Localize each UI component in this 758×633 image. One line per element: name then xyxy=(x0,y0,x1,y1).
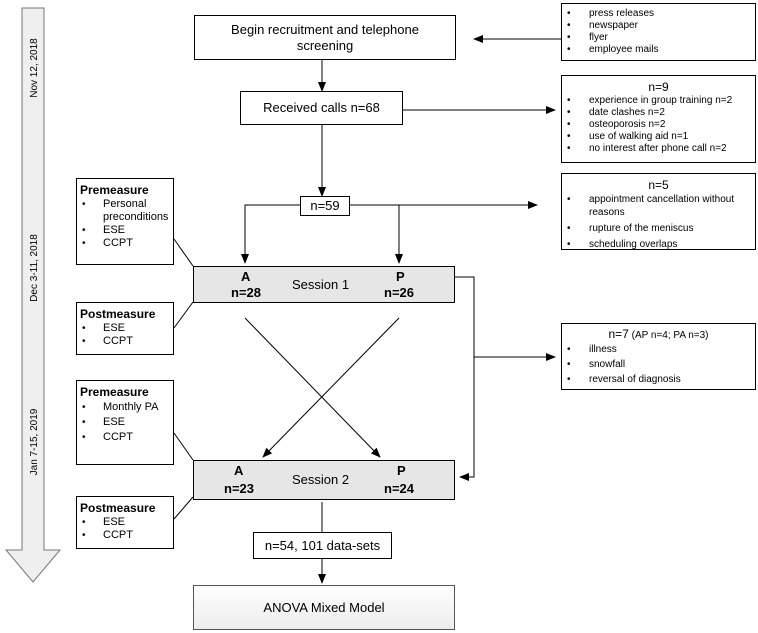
premeasure1-connector xyxy=(173,238,194,267)
datasets-box: n=54, 101 data-sets xyxy=(253,532,392,559)
session2-group-a-label: A xyxy=(234,463,244,478)
session1-group-a-label: A xyxy=(241,269,251,284)
calls-exclusion-header: n=9 xyxy=(648,80,669,94)
list-item: osteoporosis n=2 xyxy=(562,119,755,131)
session1-premeasure-box: Premeasure Personal preconditions ESE CC… xyxy=(76,178,174,265)
session1-group-p-count: n=26 xyxy=(384,285,414,300)
list-item: CCPT xyxy=(77,529,170,542)
enrolled-box: n=59 xyxy=(300,196,350,216)
session2-box: A n=23 Session 2 P n=24 xyxy=(193,460,455,500)
postmeasure2-connector xyxy=(173,496,194,520)
recruitment-box: Begin recruitment and telephone screenin… xyxy=(194,15,456,60)
list-item: no interest after phone call n=2 xyxy=(562,143,755,155)
session1-label: Session 1 xyxy=(292,277,350,292)
timeline-date-3: Jan 7-15, 2019 xyxy=(29,408,40,476)
session1-postmeasure-list: ESE CCPT xyxy=(77,322,170,348)
calls-exclusion-list: experience in group training n=2 date cl… xyxy=(562,95,755,155)
timeline-date-2: Dec 3-11, 2018 xyxy=(29,234,40,302)
recruitment-channels-box: press releases newspaper flyer employee … xyxy=(561,3,756,61)
list-item: experience in group training n=2 xyxy=(562,95,755,107)
session1-group-p-label: P xyxy=(396,269,405,284)
session2-premeasure-title: Premeasure xyxy=(80,385,149,399)
session2-group-a-count: n=23 xyxy=(224,481,254,496)
session1-box: A n=28 Session 1 P n=26 xyxy=(193,266,455,303)
session2-postmeasure-title: Postmeasure xyxy=(80,501,156,515)
session2-group-p-count: n=24 xyxy=(384,481,414,496)
list-item: employee mails xyxy=(562,44,755,56)
list-item: reversal of diagnosis xyxy=(562,372,755,387)
crossover-arrow-a-to-p xyxy=(244,317,381,458)
session2-label: Session 2 xyxy=(292,472,350,487)
list-item: ESE xyxy=(77,516,170,529)
list-item: rupture of the meniscus xyxy=(562,222,755,235)
datasets-label: n=54, 101 data-sets xyxy=(264,537,381,553)
dropout-list: illness snowfall reversal of diagnosis xyxy=(562,342,755,387)
list-item: flyer xyxy=(562,32,755,44)
received-calls-box: Received calls n=68 xyxy=(240,91,403,125)
list-item: ESE xyxy=(77,322,170,335)
dropout-header-main: n=7 xyxy=(608,327,629,341)
session1-postmeasure-box: Postmeasure ESE CCPT xyxy=(76,302,174,355)
list-item: snowfall xyxy=(562,357,755,372)
dropout-box: n=7 (AP n=4; PA n=3) illness snowfall re… xyxy=(561,323,756,390)
list-item: Monthly PA xyxy=(77,400,170,415)
received-calls-label: Received calls n=68 xyxy=(263,100,380,115)
enrolled-exclusion-box: n=5 appointment cancellation without rea… xyxy=(561,173,756,251)
enrolled-label: n=59 xyxy=(310,198,340,213)
calls-exclusion-box: n=9 experience in group training n=2 dat… xyxy=(561,75,756,163)
arrow-enrolled-to-session1-a xyxy=(241,204,300,264)
list-item: date clashes n=2 xyxy=(562,107,755,119)
anova-box: ANOVA Mixed Model xyxy=(193,585,455,630)
premeasure2-connector xyxy=(173,432,194,461)
session2-postmeasure-list: ESE CCPT xyxy=(77,516,170,542)
list-item: CCPT xyxy=(77,335,170,348)
enrolled-exclusion-list: appointment cancellation without reasons… xyxy=(562,193,755,251)
list-item: newspaper xyxy=(562,20,755,32)
dropout-header: n=7 (AP n=4; PA n=3) xyxy=(562,327,755,342)
session2-premeasure-list: Monthly PA ESE CCPT xyxy=(77,400,170,445)
session2-premeasure-box: Premeasure Monthly PA ESE CCPT xyxy=(76,380,174,465)
list-item: appointment cancellation without reasons xyxy=(562,193,755,219)
session2-group-p-label: P xyxy=(397,463,406,478)
list-item: CCPT xyxy=(77,430,170,445)
list-item: ESE xyxy=(77,224,170,237)
list-item: CCPT xyxy=(77,237,170,250)
crossover-arrow-p-to-a xyxy=(262,317,400,458)
list-item: Personal preconditions xyxy=(77,198,170,224)
session1-premeasure-list: Personal preconditions ESE CCPT xyxy=(77,198,170,250)
postmeasure1-connector xyxy=(173,301,194,329)
recruitment-title: Begin recruitment and telephone screenin… xyxy=(231,21,419,53)
list-item: use of walking aid n=1 xyxy=(562,131,755,143)
session2-postmeasure-box: Postmeasure ESE CCPT xyxy=(76,496,174,549)
session1-postmeasure-title: Postmeasure xyxy=(80,307,156,321)
list-item: ESE xyxy=(77,415,170,430)
timeline-arrow xyxy=(4,7,62,583)
session1-group-a-count: n=28 xyxy=(231,285,261,300)
arrow-session1-to-session2-right xyxy=(455,276,475,481)
list-item: illness xyxy=(562,342,755,357)
session1-premeasure-title: Premeasure xyxy=(80,183,149,197)
list-item: scheduling overlaps xyxy=(562,238,755,251)
anova-label: ANOVA Mixed Model xyxy=(263,599,385,615)
enrolled-exclusion-header: n=5 xyxy=(648,178,669,192)
timeline-date-1: Nov 12, 2018 xyxy=(29,38,40,98)
list-item: press releases xyxy=(562,8,755,20)
dropout-header-detail: (AP n=4; PA n=3) xyxy=(631,330,709,341)
recruitment-channels-list: press releases newspaper flyer employee … xyxy=(562,8,755,56)
